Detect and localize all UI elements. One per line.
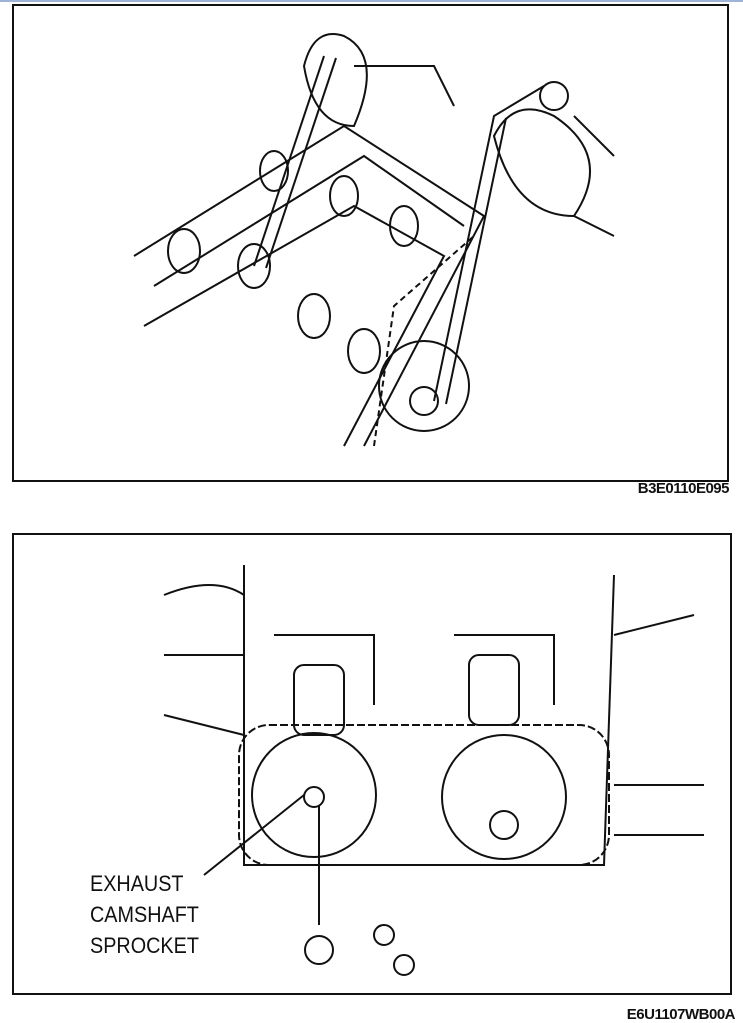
callout-leader — [203, 794, 305, 876]
wrench-left — [253, 55, 325, 267]
figure-2-code: E6U1107WB00A — [626, 1006, 735, 1023]
label-line-2: CAMSHAFT — [90, 902, 199, 927]
figure-2-frame — [12, 533, 732, 995]
top-border — [0, 0, 743, 2]
wrench-right — [433, 85, 545, 402]
figure-1-frame — [12, 4, 729, 482]
sprocket — [378, 340, 470, 432]
exhaust-sprocket — [251, 732, 377, 858]
figure-1-illustration — [133, 33, 615, 447]
label-line-3: SPROCKET — [90, 933, 199, 958]
figure-1-code: B3E0110E095 — [637, 480, 730, 497]
figure-2-illustration — [163, 565, 704, 976]
camshaft-lobes — [167, 150, 419, 374]
timing-chain — [238, 724, 610, 866]
intake-sprocket — [441, 734, 567, 860]
bolt-head — [304, 935, 334, 965]
exhaust-camshaft-sprocket-label: EXHAUST CAMSHAFT SPROCKET — [90, 868, 199, 961]
label-line-1: EXHAUST — [90, 871, 184, 896]
